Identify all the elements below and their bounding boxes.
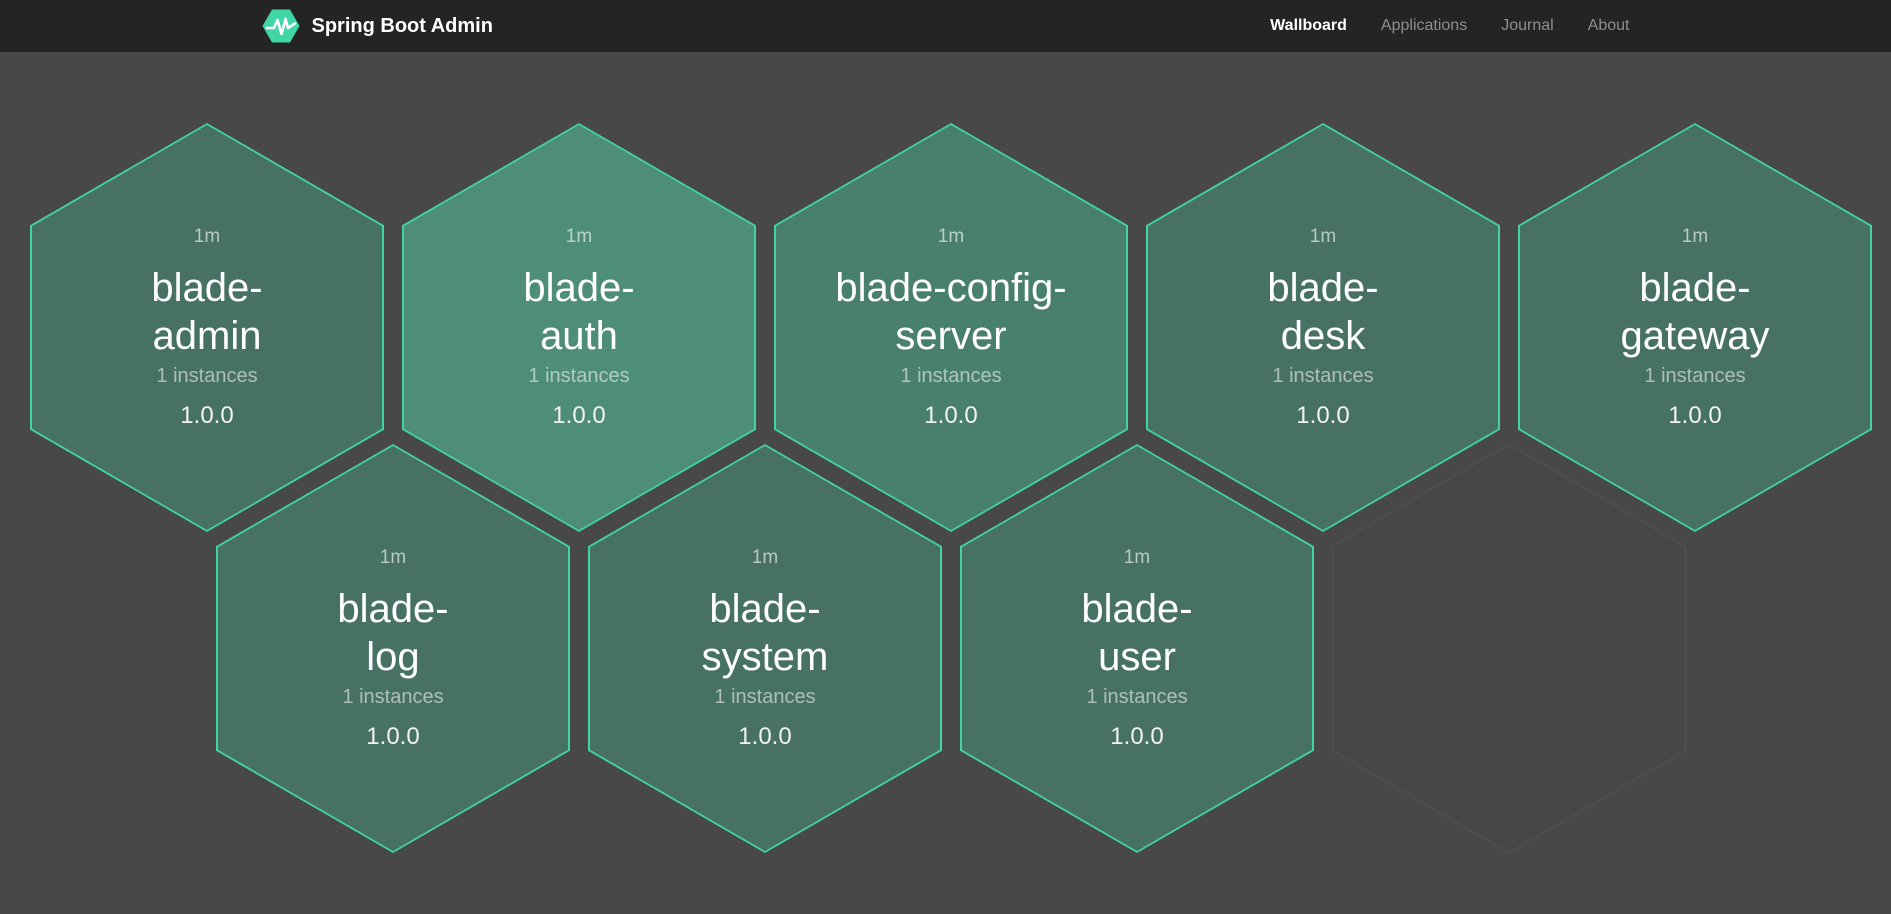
application-hexagon[interactable]: 1m blade-user 1 instances 1.0.0 <box>960 444 1314 853</box>
application-instances: 1 instances <box>528 364 630 387</box>
application-hexagon[interactable]: 1m blade-auth 1 instances 1.0.0 <box>402 123 756 532</box>
application-hexagon[interactable]: 1m blade-admin 1 instances 1.0.0 <box>30 123 384 532</box>
nav-link-applications[interactable]: Applications <box>1380 17 1468 34</box>
application-name: blade-log <box>337 585 448 681</box>
application-instances: 1 instances <box>900 364 1002 387</box>
nav-links: Wallboard Applications Journal About <box>1270 17 1629 35</box>
application-name: blade-auth <box>523 264 634 360</box>
hexagon-content: 1m blade-system 1 instances 1.0.0 <box>588 444 942 853</box>
application-name-line: gateway <box>1620 313 1770 358</box>
application-uptime: 1m <box>1123 546 1151 568</box>
navbar: Spring Boot Admin Wallboard Applications J… <box>0 0 1891 52</box>
application-version: 1.0.0 <box>1296 401 1350 429</box>
application-name-line: system <box>701 634 829 679</box>
hexagon-content: 1m blade-desk 1 instances 1.0.0 <box>1146 123 1500 532</box>
application-name-line: user <box>1098 634 1176 679</box>
application-name-line: blade- <box>523 265 635 310</box>
hexagon-content: 1m blade-config-server 1 instances 1.0.0 <box>774 123 1128 532</box>
application-uptime: 1m <box>937 225 965 247</box>
application-version: 1.0.0 <box>366 722 420 750</box>
spring-boot-admin-logo-icon <box>262 9 300 43</box>
navbar-container: Spring Boot Admin Wallboard Applications J… <box>262 0 1630 52</box>
application-name: blade-user <box>1081 585 1192 681</box>
application-name-line: desk <box>1280 313 1366 358</box>
application-instances: 1 instances <box>1644 364 1746 387</box>
application-name-line: blade-config- <box>835 265 1067 310</box>
application-uptime: 1m <box>751 546 779 568</box>
hexagon-content: 1m blade-user 1 instances 1.0.0 <box>960 444 1314 853</box>
application-uptime: 1m <box>379 546 407 568</box>
application-name-line: blade- <box>709 586 821 631</box>
hexagon-border <box>1518 123 1872 532</box>
hexagon-fill <box>1148 125 1498 530</box>
application-name-line: blade- <box>1267 265 1379 310</box>
hexagon-border <box>1146 123 1500 532</box>
application-name-line: admin <box>152 313 262 358</box>
application-name: blade-admin <box>151 264 262 360</box>
application-name-line: blade- <box>1639 265 1751 310</box>
application-name: blade-config-server <box>835 264 1066 360</box>
application-uptime: 1m <box>1681 225 1709 247</box>
application-version: 1.0.0 <box>180 401 234 429</box>
application-name-line: auth <box>540 313 618 358</box>
application-name-line: log <box>366 634 420 679</box>
hexagon-border <box>216 444 570 853</box>
application-uptime: 1m <box>193 225 221 247</box>
wallboard: 1m blade-admin 1 instances 1.0.0 1m blad… <box>0 52 1891 914</box>
hexagon-fill <box>1520 125 1870 530</box>
hexagon-content: 1m blade-auth 1 instances 1.0.0 <box>402 123 756 532</box>
hexagon-content: 1m blade-admin 1 instances 1.0.0 <box>30 123 384 532</box>
hexagon-border <box>1332 444 1686 853</box>
application-hexagon[interactable]: 1m blade-log 1 instances 1.0.0 <box>216 444 570 853</box>
nav-link-about[interactable]: About <box>1587 17 1630 34</box>
application-version: 1.0.0 <box>1110 722 1164 750</box>
hexagon-border <box>588 444 942 853</box>
application-instances: 1 instances <box>1086 685 1188 708</box>
hexagon-fill <box>32 125 382 530</box>
nav-link-journal[interactable]: Journal <box>1501 17 1554 34</box>
application-version: 1.0.0 <box>552 401 606 429</box>
application-name-line: server <box>895 313 1007 358</box>
empty-hexagon-placeholder <box>1332 444 1686 853</box>
application-instances: 1 instances <box>342 685 444 708</box>
application-instances: 1 instances <box>1272 364 1374 387</box>
application-name: blade-desk <box>1267 264 1378 360</box>
application-uptime: 1m <box>565 225 593 247</box>
hexagon-content: 1m blade-log 1 instances 1.0.0 <box>216 444 570 853</box>
brand-title: Spring Boot Admin <box>311 14 493 37</box>
application-instances: 1 instances <box>156 364 258 387</box>
application-name-line: blade- <box>1081 586 1193 631</box>
hexagon-content: 1m blade-gateway 1 instances 1.0.0 <box>1518 123 1872 532</box>
application-hexagon[interactable]: 1m blade-desk 1 instances 1.0.0 <box>1146 123 1500 532</box>
application-name-line: blade- <box>337 586 449 631</box>
application-version: 1.0.0 <box>738 722 792 750</box>
application-instances: 1 instances <box>714 685 816 708</box>
application-hexagon[interactable]: 1m blade-system 1 instances 1.0.0 <box>588 444 942 853</box>
hexagon-content <box>1332 444 1686 853</box>
application-hexagon[interactable]: 1m blade-config-server 1 instances 1.0.0 <box>774 123 1128 532</box>
nav-link-wallboard[interactable]: Wallboard <box>1270 17 1347 34</box>
application-name-line: blade- <box>151 265 263 310</box>
application-version: 1.0.0 <box>1668 401 1722 429</box>
application-version: 1.0.0 <box>924 401 978 429</box>
brand[interactable]: Spring Boot Admin <box>262 9 493 43</box>
application-hexagon[interactable]: 1m blade-gateway 1 instances 1.0.0 <box>1518 123 1872 532</box>
hexagon-fill <box>218 446 568 851</box>
application-name: blade-gateway <box>1621 264 1770 360</box>
application-name: blade-system <box>702 585 829 681</box>
application-uptime: 1m <box>1309 225 1337 247</box>
hexagon-border <box>960 444 1314 853</box>
